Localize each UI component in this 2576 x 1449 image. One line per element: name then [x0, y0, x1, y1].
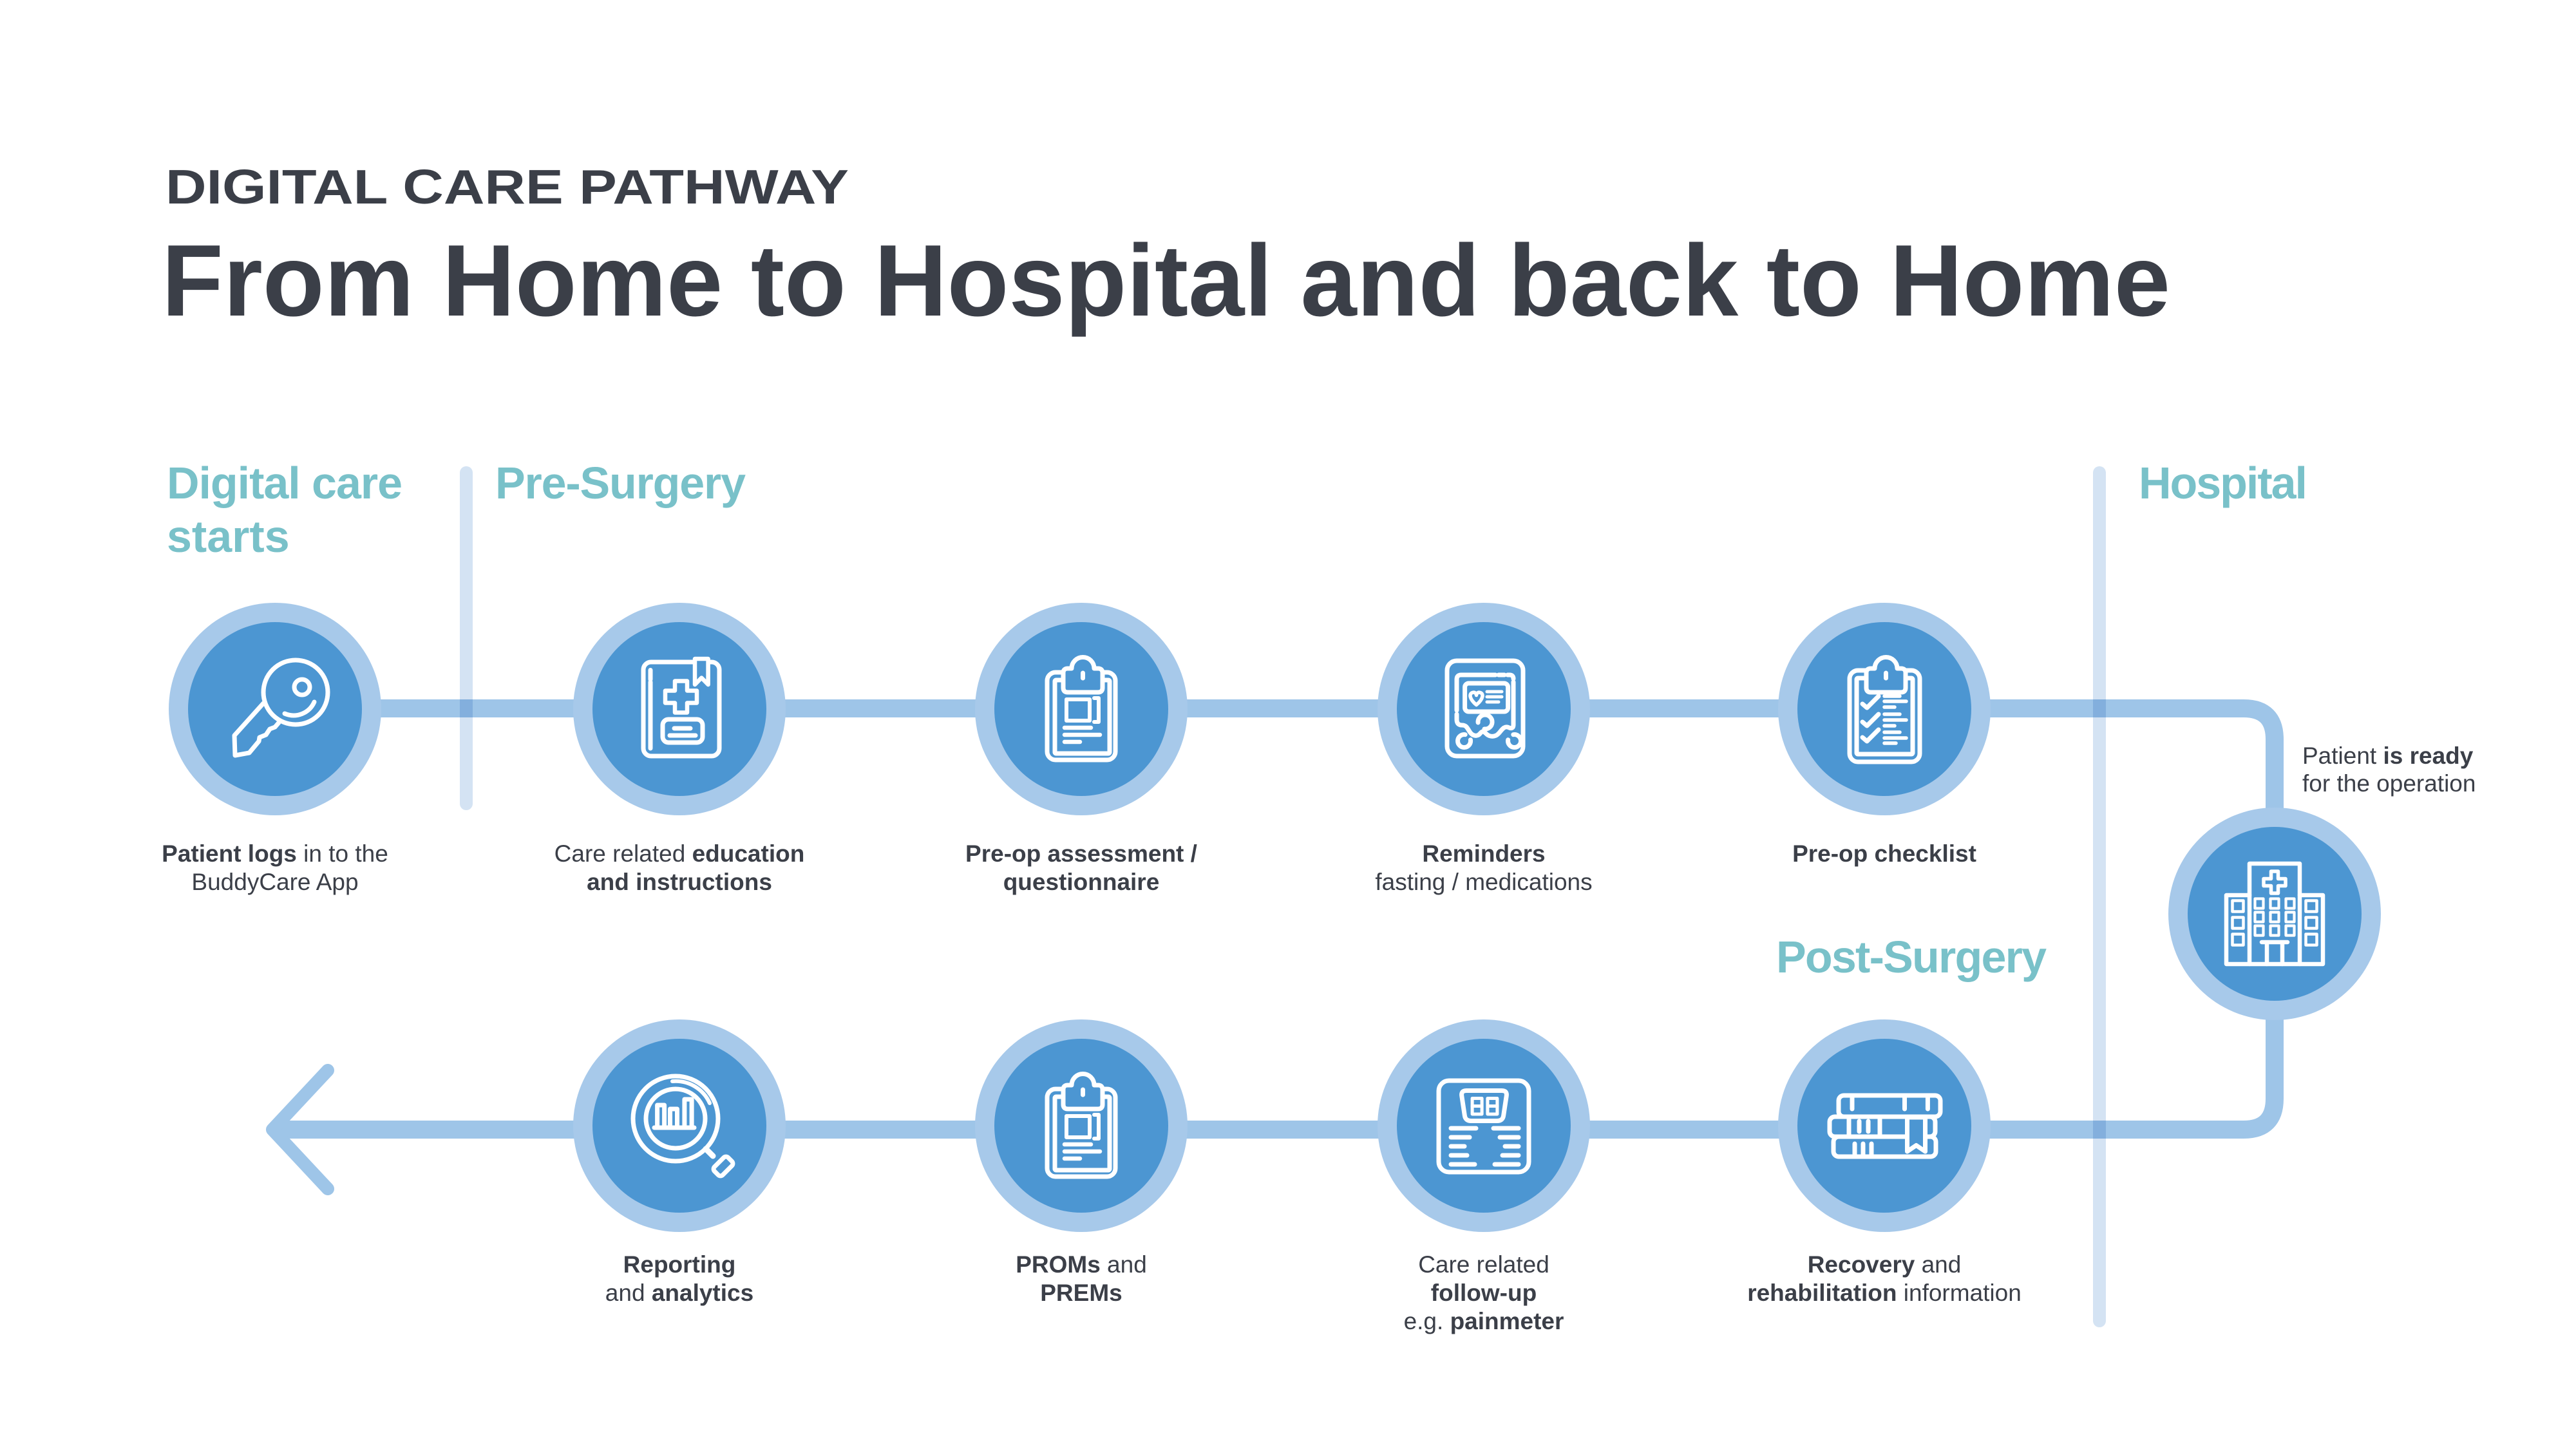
- svg-text:PREMs: PREMs: [1040, 1280, 1122, 1306]
- svg-text:fasting / medications: fasting / medications: [1375, 869, 1592, 895]
- svg-text:Reminders: Reminders: [1422, 840, 1545, 867]
- svg-text:questionnaire: questionnaire: [1003, 869, 1160, 895]
- svg-text:Reporting: Reporting: [623, 1251, 736, 1278]
- svg-text:From Home to Hospital and back: From Home to Hospital and back to Home: [162, 224, 2170, 337]
- svg-text:Pre-op checklist: Pre-op checklist: [1792, 840, 1976, 867]
- svg-text:Hospital: Hospital: [2139, 458, 2307, 508]
- svg-text:DIGITAL CARE PATHWAY: DIGITAL CARE PATHWAY: [166, 160, 849, 214]
- svg-text:Pre-Surgery: Pre-Surgery: [495, 458, 746, 508]
- svg-text:follow-up: follow-up: [1431, 1280, 1537, 1306]
- svg-text:e.g. painmeter: e.g. painmeter: [1404, 1308, 1564, 1334]
- svg-text:rehabilitation information: rehabilitation information: [1747, 1280, 2022, 1306]
- svg-text:Recovery and: Recovery and: [1808, 1251, 1962, 1278]
- svg-text:and analytics: and analytics: [605, 1280, 753, 1306]
- svg-text:BuddyCare App: BuddyCare App: [191, 869, 358, 895]
- svg-text:and instructions: and instructions: [587, 869, 772, 895]
- svg-text:Care related education: Care related education: [554, 840, 805, 867]
- svg-text:for the operation: for the operation: [2302, 770, 2476, 797]
- svg-text:Digital care: Digital care: [167, 458, 402, 508]
- svg-text:Patient logs in to the: Patient logs in to the: [162, 840, 388, 867]
- svg-text:Care related: Care related: [1418, 1251, 1549, 1278]
- svg-text:PROMs and: PROMs and: [1016, 1251, 1147, 1278]
- svg-text:starts: starts: [167, 511, 290, 562]
- svg-text:Pre-op assessment /: Pre-op assessment /: [965, 840, 1197, 867]
- svg-text:Patient is ready: Patient is ready: [2302, 743, 2474, 769]
- svg-text:Post-Surgery: Post-Surgery: [1776, 932, 2047, 982]
